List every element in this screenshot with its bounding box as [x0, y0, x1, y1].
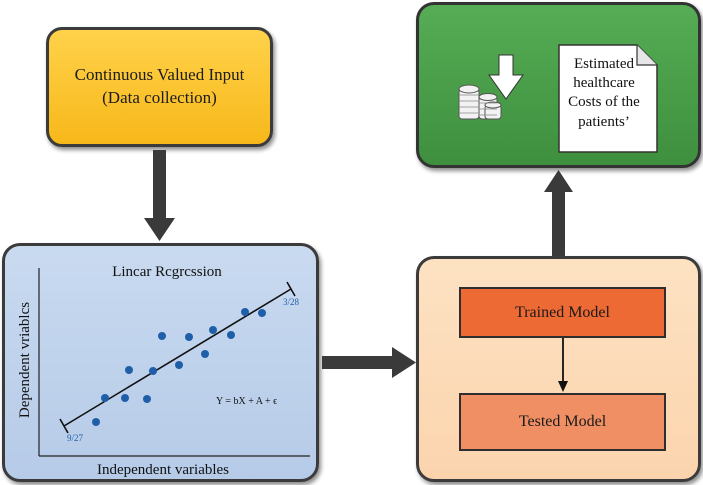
regression-box: Lincar Rcgrcssion Dependent vriablcs Ind…	[2, 243, 319, 482]
model-inner-arrow	[558, 338, 568, 392]
coin-stack-icon	[458, 84, 502, 120]
trained-model-box: Trained Model	[459, 287, 666, 338]
model-box: Trained Model Tested Model	[416, 256, 701, 482]
data-points	[92, 308, 266, 426]
data-point	[258, 309, 266, 317]
regression-line-start-tick	[59, 418, 69, 434]
data-point	[101, 394, 109, 402]
regression-equation: Y = bX + A + ϵ	[216, 396, 277, 407]
data-point	[158, 332, 166, 340]
data-point	[92, 418, 100, 426]
output-box: Estimated healthcare Costs of the patien…	[416, 2, 701, 168]
data-point	[149, 367, 157, 375]
data-point	[125, 366, 133, 374]
regression-line-end-tick	[286, 281, 296, 297]
regression-plot: Lincar Rcgrcssion Dependent vriablcs Ind…	[17, 264, 310, 478]
y-axis-label: Dependent vriablcs	[17, 302, 33, 418]
data-point	[209, 326, 217, 334]
arrow-model-to-output	[544, 170, 573, 256]
x-axis-label: Independent variables	[97, 462, 229, 478]
down-arrow-icon	[488, 54, 524, 100]
doc-line-3: Costs of the	[568, 94, 640, 111]
output-icons	[458, 44, 658, 153]
regression-line	[63, 288, 292, 427]
input-box-line1: Continuous Valued Input	[74, 65, 245, 85]
arrow-input-to-regression	[144, 150, 175, 241]
arrow-regression-to-model	[322, 347, 416, 378]
input-box: Continuous Valued Input (Data collection…	[46, 27, 273, 147]
line-end-label: 3/28	[283, 297, 300, 307]
data-point	[201, 350, 209, 358]
tested-model-box: Tested Model	[459, 393, 666, 451]
data-point	[175, 361, 183, 369]
regression-title: Lincar Rcgrcssion	[112, 264, 222, 280]
document-icon	[558, 44, 658, 153]
doc-line-1: Estimated	[574, 56, 634, 72]
data-point	[185, 333, 193, 341]
input-box-line2: (Data collection)	[102, 88, 217, 107]
data-point	[143, 395, 151, 403]
doc-line-2: healthcare	[573, 75, 635, 92]
line-start-label: 9/27	[67, 433, 84, 443]
doc-line-4: patients’	[578, 113, 630, 130]
data-point	[227, 331, 235, 339]
document-text: Estimated healthcare Costs of the patien…	[559, 55, 649, 132]
data-point	[121, 394, 129, 402]
data-point	[241, 308, 249, 316]
